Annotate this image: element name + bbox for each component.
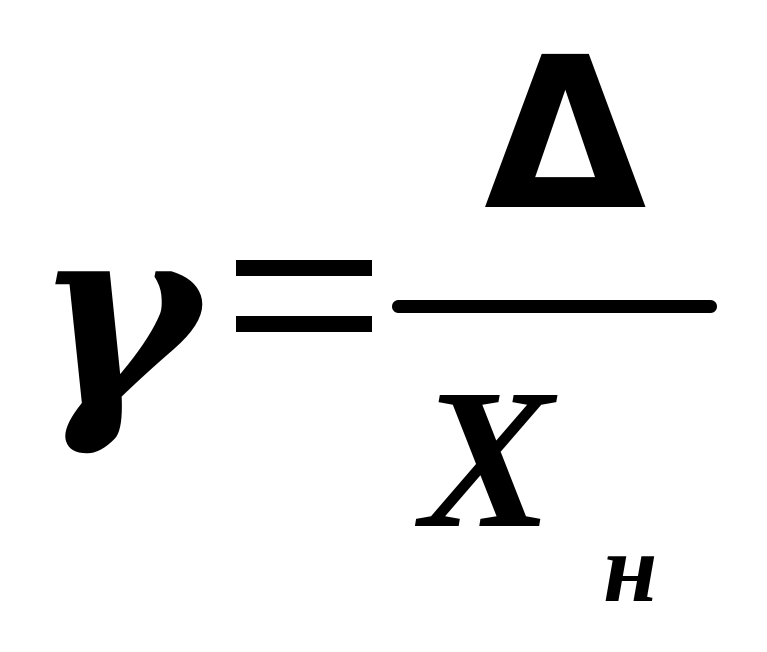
fraction-numerator-delta: Δ <box>484 12 647 257</box>
formula-lhs-gamma: γ <box>34 166 200 460</box>
fraction-denominator-x: X <box>420 349 554 570</box>
denominator-subscript: н <box>603 515 658 623</box>
equals-bar-top <box>236 260 372 276</box>
equals-sign <box>236 256 372 332</box>
equals-bar-bottom <box>236 316 372 332</box>
fraction-bar <box>392 300 717 313</box>
